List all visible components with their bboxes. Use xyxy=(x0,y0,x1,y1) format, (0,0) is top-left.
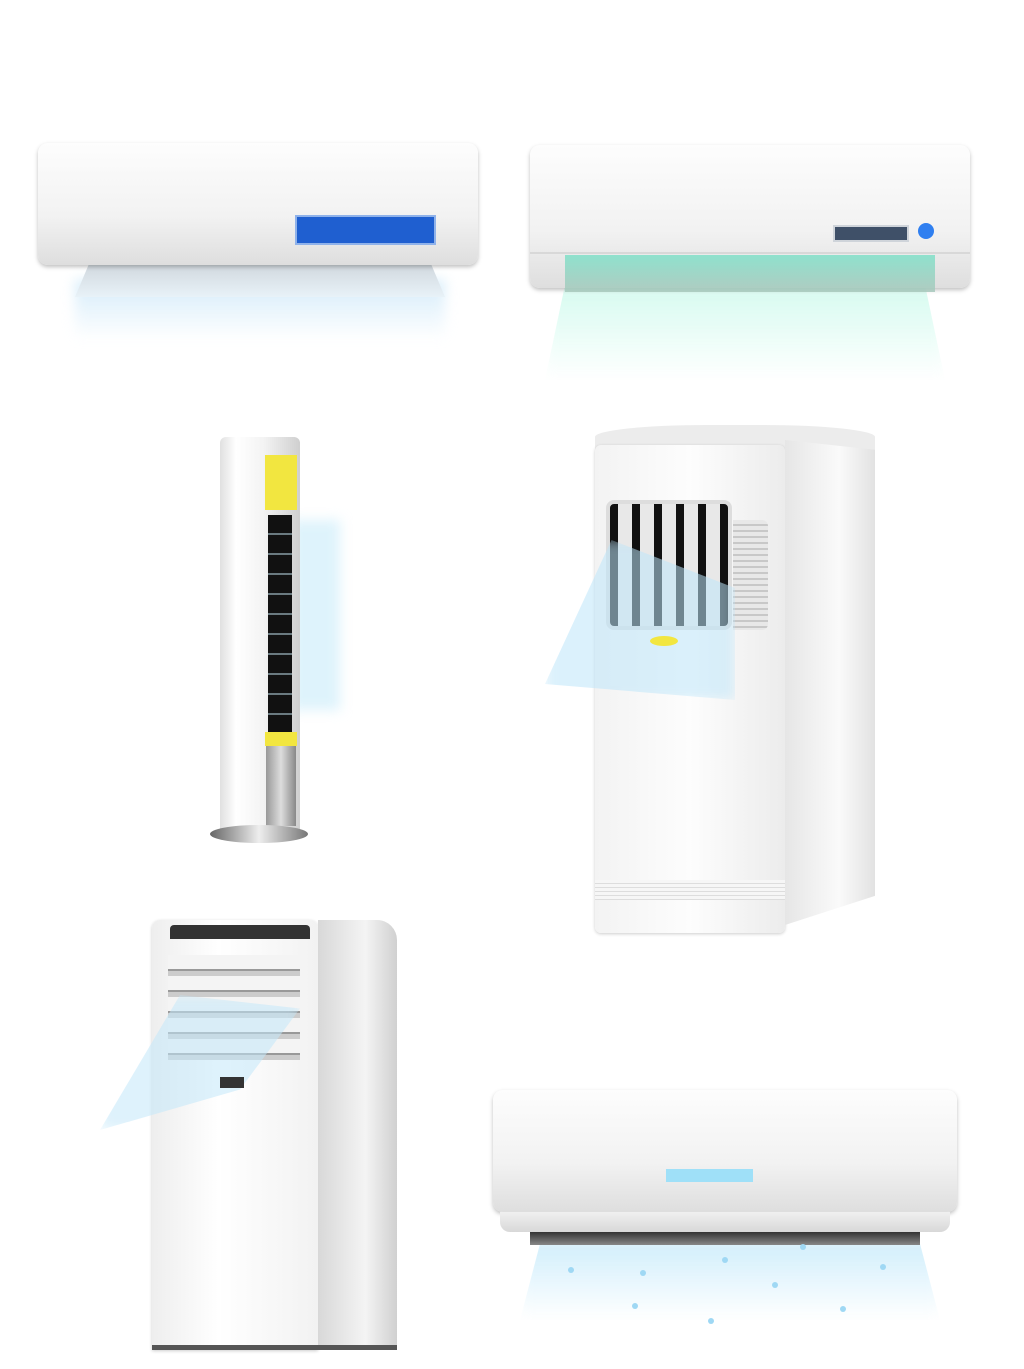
base xyxy=(152,1345,397,1350)
display-panel xyxy=(220,1077,244,1088)
display-panel xyxy=(666,1169,753,1182)
air-droplet xyxy=(772,1282,778,1288)
accent-strip-top xyxy=(265,455,297,510)
air-droplet xyxy=(568,1267,574,1273)
indicator-light xyxy=(650,636,678,646)
unit-body xyxy=(493,1090,957,1212)
side-panel xyxy=(318,920,397,1350)
air-droplet xyxy=(708,1318,714,1324)
base-trim xyxy=(595,880,785,900)
air-droplet xyxy=(722,1257,728,1263)
power-indicator-icon xyxy=(918,223,934,239)
unit-body xyxy=(38,143,478,265)
panel-seam xyxy=(530,252,970,254)
vent xyxy=(530,1232,920,1245)
lower-panel xyxy=(500,1212,950,1232)
display-panel xyxy=(833,225,909,242)
display-panel xyxy=(295,215,436,245)
air-droplet xyxy=(840,1306,846,1312)
accent-strip-bottom xyxy=(265,732,297,746)
air-droplet xyxy=(640,1270,646,1276)
vent xyxy=(75,262,445,297)
vent xyxy=(565,255,935,292)
chrome-panel xyxy=(266,746,296,826)
base xyxy=(210,825,308,843)
top-strip xyxy=(170,925,310,939)
grille xyxy=(268,515,292,735)
airflow xyxy=(520,1240,940,1320)
airflow xyxy=(545,285,945,380)
air-droplet xyxy=(880,1264,886,1270)
air-droplet xyxy=(632,1303,638,1309)
air-droplet xyxy=(800,1244,806,1250)
side-vents xyxy=(733,520,768,630)
side-panel xyxy=(785,440,875,925)
